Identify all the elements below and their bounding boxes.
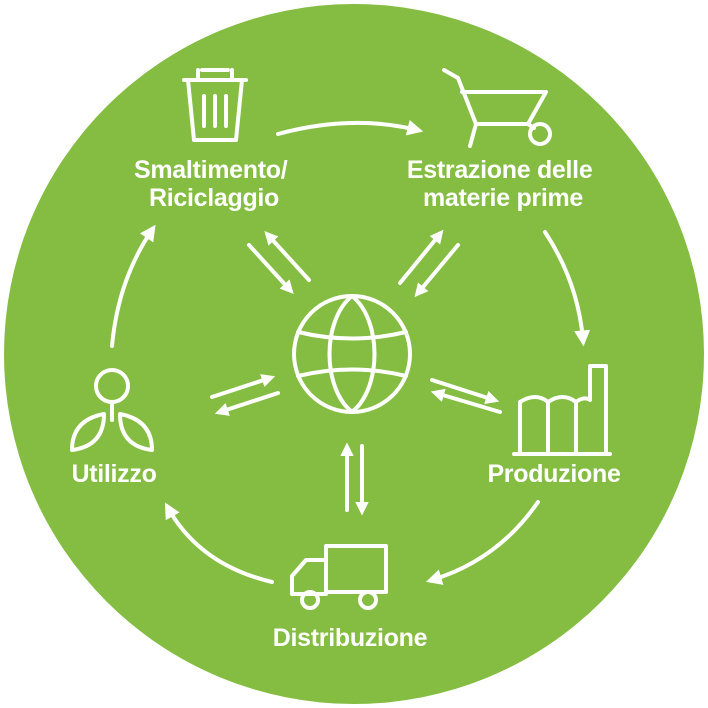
cycle-arrow-estrazione-to-produzione (543, 230, 591, 347)
cycle-arrow-utilizzo-to-smaltimento (110, 224, 156, 348)
cycle-arrows (110, 119, 591, 585)
background-circle (4, 4, 704, 704)
trash-bin-icon (182, 68, 248, 142)
exchange-arrow-to-globe-ul (247, 243, 294, 295)
label-distribuzione: Distribuzione (273, 624, 428, 652)
cycle-arrow-produzione-to-distribuzione (425, 500, 540, 585)
label-estrazione: Estrazione delle materie prime (407, 156, 599, 212)
label-produzione: Produzione (487, 460, 621, 488)
exchange-arrows (210, 229, 502, 516)
stage-labels: Smaltimento/ Riciclaggio Estrazione dell… (71, 156, 621, 652)
exchange-arrow-to-stage-r (430, 378, 500, 404)
exchange-arrow-to-globe-l (210, 374, 276, 399)
label-utilizzo: Utilizzo (71, 460, 156, 488)
factory-icon (512, 364, 612, 456)
cycle-arrow-distribuzione-to-utilizzo (164, 502, 274, 584)
delivery-truck-icon (290, 544, 388, 610)
wheelbarrow-icon (442, 68, 552, 148)
exchange-arrow-to-stage-ur (398, 229, 444, 285)
people-icon (70, 368, 154, 452)
globe-icon (292, 294, 412, 414)
exchange-arrow-to-stage-l (214, 391, 280, 416)
label-smaltimento: Smaltimento/ Riciclaggio (134, 156, 294, 212)
cycle-arrow-smaltimento-to-estrazione (276, 119, 424, 136)
exchange-arrow-to-globe-r (430, 388, 502, 414)
exchange-arrow-to-globe-ur (414, 243, 460, 298)
exchange-arrow-from-globe-ul (264, 230, 311, 282)
